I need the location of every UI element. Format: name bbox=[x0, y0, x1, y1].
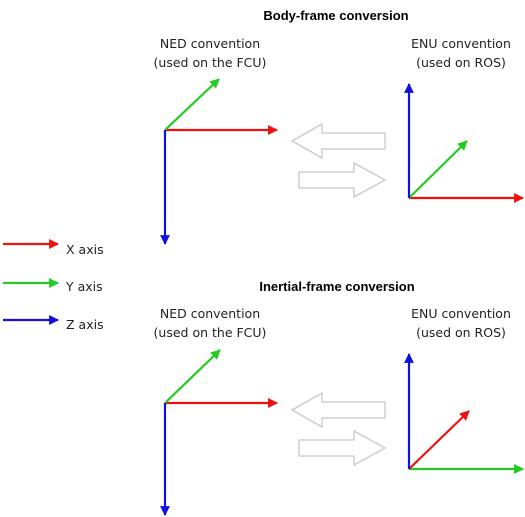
legend: X axis Y axis Z axis bbox=[3, 239, 104, 332]
inertial-left-arrow bbox=[290, 391, 386, 429]
inertial-frame-title: Inertial-frame conversion bbox=[259, 279, 414, 294]
body-right-arrow bbox=[298, 161, 387, 199]
body-ned-y-arrow bbox=[164, 78, 220, 131]
inertial-enu-label-line2: (used on ROS) bbox=[416, 325, 506, 340]
inertial-right-arrow bbox=[298, 429, 387, 467]
inertial-ned-axes bbox=[160, 349, 278, 516]
body-enu-axes bbox=[404, 83, 524, 203]
inertial-enu-label-line1: ENU convention bbox=[411, 306, 511, 321]
body-left-arrow bbox=[290, 122, 386, 160]
inertial-ned-y-arrow bbox=[164, 349, 221, 404]
body-enu-y-arrow bbox=[408, 140, 468, 199]
legend-x-label: X axis bbox=[66, 242, 104, 257]
inertial-enu-axes bbox=[404, 353, 524, 474]
inertial-conversion-arrows bbox=[290, 391, 387, 467]
inertial-enu-x-arrow bbox=[408, 410, 470, 470]
body-frame-title: Body-frame conversion bbox=[263, 8, 408, 23]
legend-z-label: Z axis bbox=[66, 317, 104, 332]
inertial-ned-label-line2: (used on the FCU) bbox=[154, 325, 267, 340]
body-ned-label-line1: NED convention bbox=[160, 36, 260, 51]
body-enu-label-line1: ENU convention bbox=[411, 36, 511, 51]
body-conversion-arrows bbox=[290, 122, 387, 199]
legend-y-label: Y axis bbox=[65, 279, 103, 294]
body-ned-label-line2: (used on the FCU) bbox=[154, 55, 267, 70]
body-ned-axes bbox=[160, 78, 278, 245]
inertial-ned-label-line1: NED convention bbox=[160, 306, 260, 321]
body-enu-label-line2: (used on ROS) bbox=[416, 55, 506, 70]
